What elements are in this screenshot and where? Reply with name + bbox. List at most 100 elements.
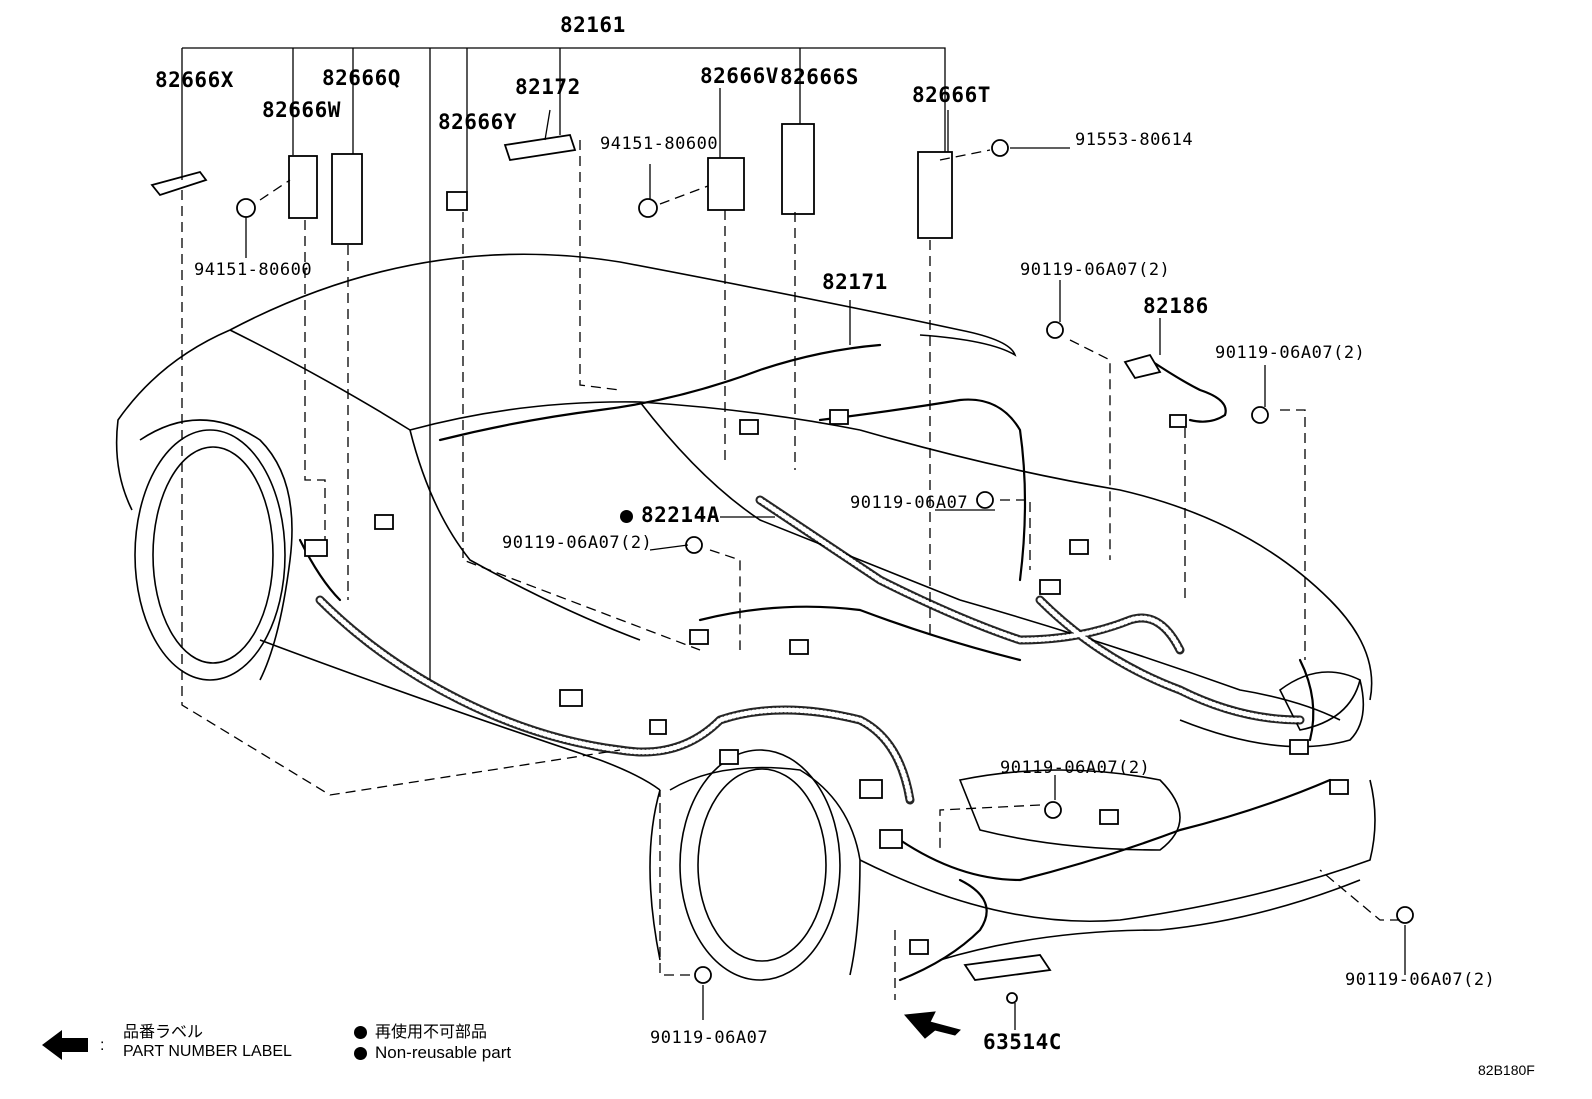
car-front-bumper <box>859 779 1376 923</box>
bolt-91553 <box>991 139 1009 157</box>
part-number-label-arrow <box>42 1030 88 1060</box>
bolt-90119-tr1 <box>1046 321 1064 339</box>
clip-82666Y <box>446 191 468 211</box>
connector <box>1329 779 1349 795</box>
non-reusable-dot <box>620 509 633 523</box>
car-roof-outline <box>229 253 1017 357</box>
label-82666S: 82666S <box>780 65 859 89</box>
bolt-90119-mid <box>976 491 994 509</box>
legend-dot-icon <box>354 1026 367 1040</box>
legend-nonreuse-jp: 再使用不可部品 <box>354 1018 487 1042</box>
label-90119-06A07-mid: 90119-06A07 <box>850 493 969 513</box>
bracket-82666X <box>150 170 208 197</box>
bolt-90119-rear <box>1044 801 1062 819</box>
wire-left-door <box>298 538 342 602</box>
connector <box>649 719 667 735</box>
label-82666Q: 82666Q <box>322 66 401 90</box>
connector <box>789 639 809 655</box>
legend-colon: : <box>100 1037 105 1054</box>
connector <box>1289 739 1309 755</box>
grommet-94151-left <box>236 198 256 218</box>
legend-part-label-en: PART NUMBER LABEL <box>123 1043 292 1060</box>
bracket-82666S <box>781 123 815 215</box>
diagram-code: 82B180F <box>1478 1062 1535 1078</box>
label-94151-80600-left: 94151-80600 <box>194 260 313 280</box>
connector <box>1039 579 1061 595</box>
legend-nonreuse-en: Non-reusable part <box>354 1043 511 1063</box>
label-90119-06A07-bottom: 90119-06A07 <box>650 1028 769 1048</box>
bolt-90119-right <box>1396 906 1414 924</box>
label-90119-06A07-2-right: 90119-06A07(2) <box>1345 970 1496 990</box>
car-front-pillar <box>639 401 961 601</box>
car-hood-left <box>859 429 1373 701</box>
label-94151-80600-mid: 94151-80600 <box>600 134 719 154</box>
label-82666Y: 82666Y <box>438 110 517 134</box>
harness-engine <box>1035 595 1305 725</box>
connector <box>719 749 739 765</box>
legend-part-label-jp: 品番ラベル <box>123 1024 204 1041</box>
label-82666T: 82666T <box>912 83 991 107</box>
car-hood-right <box>959 599 1341 721</box>
grommet-94151-mid <box>638 198 658 218</box>
label-90119-06A07-2-rear: 90119-06A07(2) <box>1000 758 1151 778</box>
connector <box>829 409 849 425</box>
car-windshield-outline <box>229 329 861 431</box>
headlight-outline <box>1278 671 1361 731</box>
label-63514C: 63514C <box>983 1030 1062 1054</box>
wire-front-lower <box>898 778 1332 882</box>
label-90119-06A07-2-right-top: 90119-06A07(2) <box>1215 343 1366 363</box>
front-wheel-arch <box>669 766 861 976</box>
wire-roof <box>438 343 882 442</box>
label-82186: 82186 <box>1143 294 1209 318</box>
bolt-90119-tr2 <box>1251 406 1269 424</box>
wire-dash-1 <box>818 398 1027 582</box>
connector <box>739 419 759 435</box>
label-82214A: 82214A <box>620 505 720 526</box>
connector <box>1099 809 1119 825</box>
front-fender <box>1179 679 1365 748</box>
bracket-82666W <box>288 155 318 219</box>
connector <box>374 514 394 530</box>
car-door-line <box>409 429 641 641</box>
grille-outline <box>958 769 1181 851</box>
legend-dot-icon <box>354 1047 367 1061</box>
bolt-90119-bottom <box>694 966 712 984</box>
connector <box>879 829 903 849</box>
harness-cowl <box>755 495 1185 655</box>
sensor-82186 <box>1123 353 1162 380</box>
wire-dash-2 <box>698 605 1022 662</box>
car-side-front <box>649 789 661 961</box>
car-side-sill <box>259 639 661 791</box>
label-82666V: 82666V <box>700 64 779 88</box>
front-wheel-inner <box>697 768 827 962</box>
label-82171: 82171 <box>822 270 888 294</box>
label-82666X: 82666X <box>155 68 234 92</box>
connector <box>909 939 929 955</box>
wire-82186 <box>1148 358 1227 423</box>
rear-wheel-arch <box>139 419 293 681</box>
label-82161: 82161 <box>560 13 626 37</box>
label-82172: 82172 <box>515 75 581 99</box>
wire-front-right <box>1298 658 1315 742</box>
connector <box>559 689 583 707</box>
bracket-82666V <box>707 157 745 211</box>
connector <box>304 539 328 557</box>
connector <box>689 629 709 645</box>
bracket-82666Q <box>331 153 363 245</box>
front-wheel <box>679 749 841 981</box>
bracket-82172 <box>503 133 577 162</box>
connector <box>1169 414 1187 428</box>
label-90119-06A07-2-top: 90119-06A07(2) <box>1020 260 1171 280</box>
connector <box>859 779 883 799</box>
car-rear-outline <box>115 329 231 511</box>
label-90119-06A07-2-left: 90119-06A07(2) <box>502 533 653 553</box>
bolt-63514C <box>1006 992 1018 1004</box>
wire-bottom <box>898 878 988 982</box>
bolt-90119-left <box>685 536 703 554</box>
part-63514C <box>963 954 1052 981</box>
label-91553-80614: 91553-80614 <box>1075 130 1194 150</box>
label-82666W: 82666W <box>262 98 341 122</box>
bracket-82666T <box>917 151 953 239</box>
connector <box>1069 539 1089 555</box>
